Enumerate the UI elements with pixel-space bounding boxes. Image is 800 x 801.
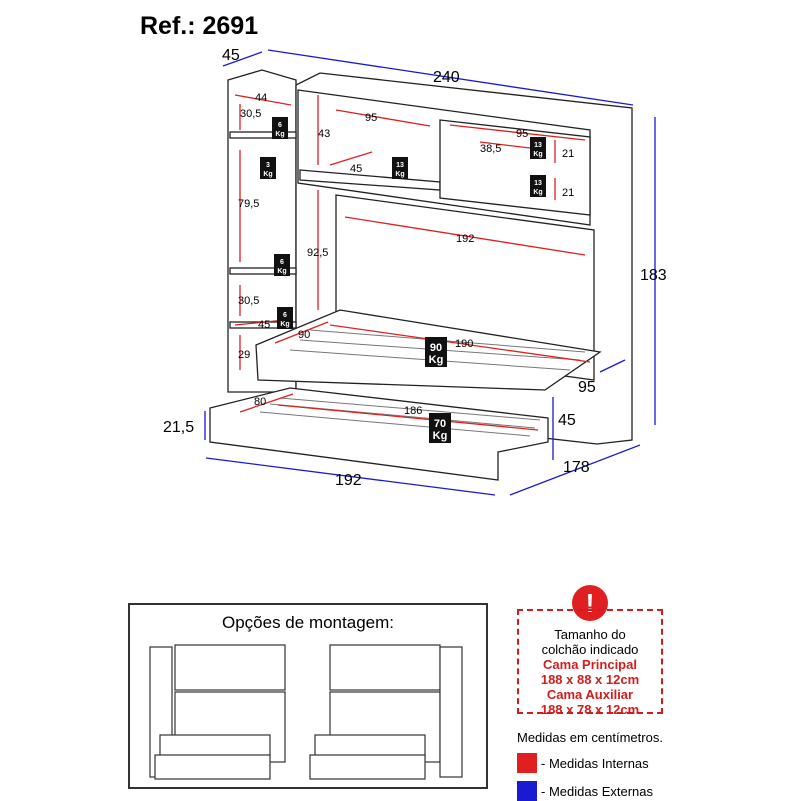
top-right-compartments: [439, 119, 591, 216]
dim-int-30-5: 30,5: [240, 108, 261, 120]
weight-value: 6: [278, 122, 282, 129]
dim-int-45b: 45: [258, 319, 270, 331]
weight-value: 3: [266, 162, 270, 169]
dim-ext-21-5: 21,5: [163, 419, 194, 436]
legend: Medidas em centímetros. - Medidas Intern…: [517, 730, 717, 801]
variant-b-top-unit: [329, 644, 441, 691]
dim-int-90: 90: [298, 329, 310, 341]
weight-unit: Kg: [533, 189, 542, 196]
weight-tag: 6Kg: [277, 307, 293, 329]
furniture-diagram: 45 240 183 95 45 178 192 21,5 44 30,5 43…: [163, 47, 667, 496]
internal-dimension-lines: [234, 94, 591, 431]
weight-unit: Kg: [533, 151, 542, 158]
dim-int-95a: 95: [365, 112, 377, 124]
weight-unit: Kg: [277, 268, 286, 275]
weight-tag: 6Kg: [272, 117, 288, 139]
weight-value: 6: [283, 312, 287, 319]
tower-shelf-mid: [229, 267, 297, 275]
dim-int-80: 80: [254, 396, 266, 408]
main-bed-label: Cama Principal: [543, 657, 637, 672]
dim-int-79-5: 79,5: [238, 198, 259, 210]
mattress-size-box: Tamanho do colchão indicado Cama Princip…: [517, 609, 663, 717]
dim-int-43: 43: [318, 128, 330, 140]
dim-int-21b: 21: [562, 187, 574, 199]
legend-note: Medidas em centímetros.: [517, 730, 663, 745]
weight-unit: Kg: [275, 131, 284, 138]
dim-ext-height-183: 183: [640, 267, 667, 284]
dim-ext-95: 95: [578, 379, 596, 396]
weight-unit: Kg: [433, 430, 448, 442]
dim-int-44: 44: [255, 92, 267, 104]
weight-value: 70: [434, 418, 446, 430]
dim-int-21a: 21: [562, 148, 574, 160]
main-bed-size: 188 x 88 x 12cm: [540, 672, 640, 687]
mattress-text-line2: colchão indicado: [541, 642, 639, 657]
legend-external: - Medidas Externas: [517, 781, 717, 801]
weight-unit: Kg: [395, 171, 404, 178]
dim-int-38-5: 38,5: [480, 143, 501, 155]
dim-int-92-5: 92,5: [307, 247, 328, 259]
exclamation-icon: !: [572, 585, 608, 621]
dim-int-29: 29: [238, 349, 250, 361]
tower-shelf-top: [229, 131, 297, 139]
aux-bed-label: Cama Auxiliar: [546, 687, 634, 702]
dim-int-95b: 95: [516, 128, 528, 140]
internal-swatch: [517, 753, 537, 773]
assembly-options-title: Opções de montagem:: [222, 613, 394, 632]
weight-tag: 3Kg: [260, 157, 276, 179]
weight-value: 13: [396, 162, 404, 169]
weight-tag: 6Kg: [274, 254, 290, 276]
variant-b-bed: [314, 734, 426, 758]
dim-ext-depth-178: 178: [563, 459, 590, 476]
reference-code: Ref.: 2691: [140, 12, 259, 40]
assembly-options-panel: Opções de montagem:: [128, 603, 488, 789]
variant-a-top-unit: [174, 644, 286, 691]
weight-value: 13: [534, 142, 542, 149]
dim-ext-45: 45: [558, 412, 576, 429]
variant-b-aux-bed: [309, 754, 426, 780]
variant-a-bed: [159, 734, 271, 758]
auxiliary-bed: [209, 387, 549, 481]
variant-b-tower: [439, 646, 463, 778]
weight-value: 13: [534, 180, 542, 187]
dim-int-190: 190: [455, 338, 473, 350]
dim-int-30-5b: 30,5: [238, 295, 259, 307]
external-swatch: [517, 781, 537, 801]
legend-internal: - Medidas Internas: [517, 753, 717, 773]
weight-unit: Kg: [429, 354, 444, 366]
weight-value: 90: [430, 342, 442, 354]
dim-int-45a: 45: [350, 163, 362, 175]
dim-ext-width-240: 240: [433, 69, 460, 86]
assembly-variants-illustration: [149, 644, 463, 780]
aux-bed-size: 188 x 78 x 12cm: [540, 702, 640, 717]
dim-int-186: 186: [404, 405, 422, 417]
weight-unit: Kg: [263, 171, 272, 178]
dim-ext-depth-45: 45: [222, 47, 240, 64]
weight-unit: Kg: [280, 321, 289, 328]
dim-ext-width-192: 192: [335, 472, 362, 489]
variant-a-aux-bed: [154, 754, 271, 780]
legend-internal-label: - Medidas Internas: [541, 755, 649, 771]
weight-value: 6: [280, 259, 284, 266]
mattress-text-line1: Tamanho do: [554, 627, 626, 642]
dim-int-192: 192: [456, 233, 474, 245]
external-dimension-lines: [204, 49, 656, 496]
legend-external-label: - Medidas Externas: [541, 783, 653, 799]
